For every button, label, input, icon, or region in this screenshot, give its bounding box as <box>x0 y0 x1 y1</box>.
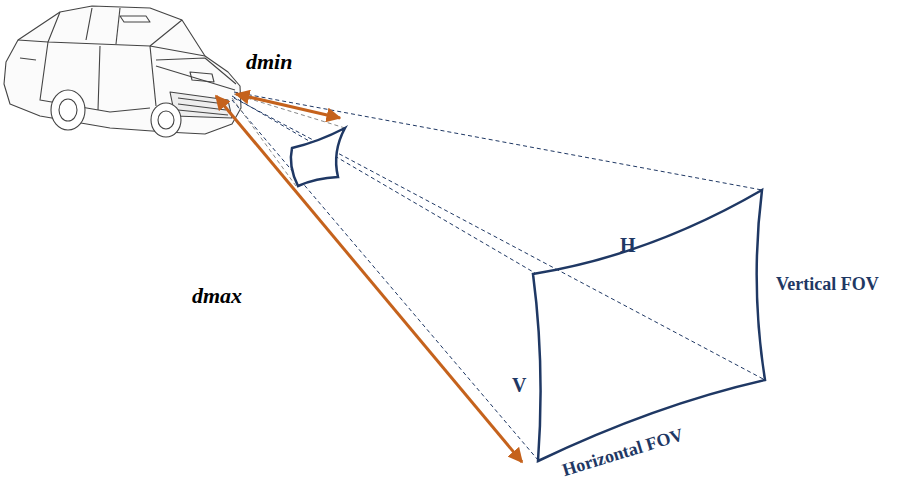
edge-label: V <box>512 374 526 396</box>
fov-label: Horizontal FOV <box>560 425 686 481</box>
far-surface <box>533 190 765 461</box>
dmin-arrow <box>236 94 340 118</box>
distance-label: dmax <box>192 284 242 308</box>
car-illustration <box>4 6 241 137</box>
fov-rays <box>232 92 765 460</box>
near-surface <box>291 128 345 186</box>
edge-label: H <box>620 234 636 256</box>
dmax-arrow <box>216 96 522 462</box>
distance-label: dmin <box>246 50 292 74</box>
fov-label: Vertical FOV <box>776 275 879 295</box>
